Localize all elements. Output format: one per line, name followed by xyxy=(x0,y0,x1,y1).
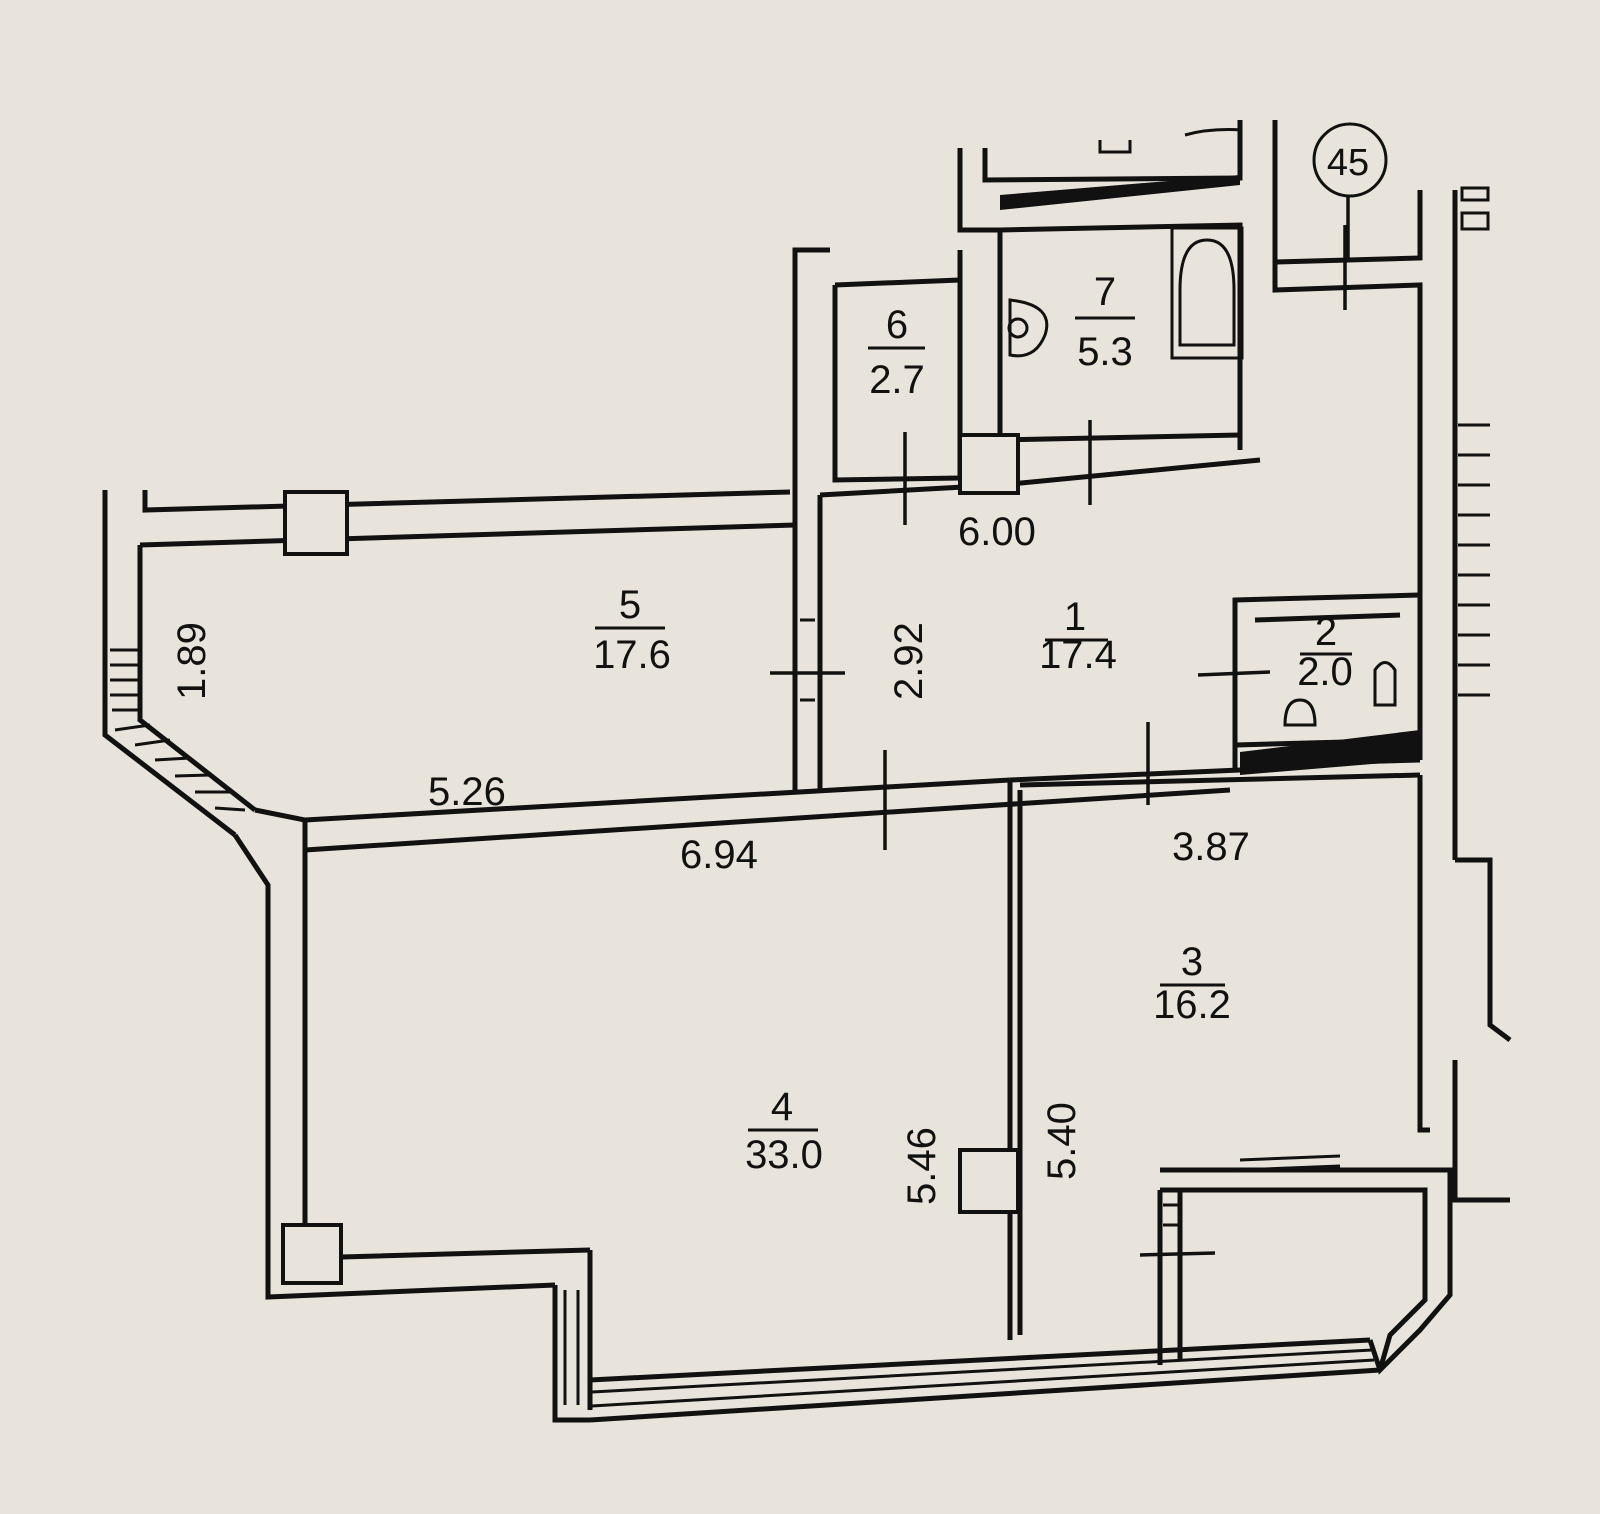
wc-bowl-icon xyxy=(1098,128,1243,154)
room-label-6: 6 2.7 xyxy=(868,303,925,402)
exterior-walls xyxy=(102,186,1512,1423)
room-label-1: 1 17.4 xyxy=(1039,595,1117,677)
svg-text:33.0: 33.0 xyxy=(745,1133,823,1177)
svg-text:17.6: 17.6 xyxy=(593,633,671,677)
room-label-2: 2 2.0 xyxy=(1297,610,1353,694)
dimension-1-89: 1.89 xyxy=(170,622,214,700)
page-marker: 45 xyxy=(1312,122,1388,262)
dimension-2-92: 2.92 xyxy=(887,622,931,700)
svg-text:2: 2 xyxy=(1315,610,1337,654)
svg-text:2.7: 2.7 xyxy=(869,358,925,402)
dimension-5-46: 5.46 xyxy=(900,1127,944,1205)
dimension-6-94: 6.94 xyxy=(680,833,758,877)
bathtub-icon xyxy=(1170,226,1244,360)
room-label-5: 5 17.6 xyxy=(593,583,671,677)
door-marks xyxy=(770,225,1347,1257)
svg-text:2.0: 2.0 xyxy=(1297,650,1353,694)
svg-text:1: 1 xyxy=(1064,595,1086,639)
toilet-icon xyxy=(1007,298,1049,358)
dimension-labels: 6.00 2.92 1.89 5.26 6.94 3.87 5.46 5.40 xyxy=(170,510,1250,1205)
svg-text:17.4: 17.4 xyxy=(1039,633,1117,677)
room-label-7: 7 5.3 xyxy=(1075,270,1135,374)
room-label-3: 3 16.2 xyxy=(1153,940,1231,1027)
svg-text:7: 7 xyxy=(1094,270,1116,314)
dimension-3-87: 3.87 xyxy=(1172,825,1250,869)
dimension-5-40: 5.40 xyxy=(1040,1102,1084,1180)
page-marker-label: 45 xyxy=(1327,142,1369,184)
svg-text:6: 6 xyxy=(886,303,908,347)
interior-walls xyxy=(304,120,1423,1340)
dimension-5-26: 5.26 xyxy=(428,770,506,814)
sink-icon xyxy=(1283,661,1397,727)
svg-text:16.2: 16.2 xyxy=(1153,983,1231,1027)
svg-text:4: 4 xyxy=(771,1085,793,1129)
room-label-4: 4 33.0 xyxy=(745,1085,823,1177)
svg-text:3: 3 xyxy=(1181,940,1203,984)
svg-text:5: 5 xyxy=(619,583,641,627)
dimension-6-00: 6.00 xyxy=(958,510,1036,554)
columns xyxy=(281,433,1020,1285)
svg-text:5.3: 5.3 xyxy=(1077,330,1133,374)
